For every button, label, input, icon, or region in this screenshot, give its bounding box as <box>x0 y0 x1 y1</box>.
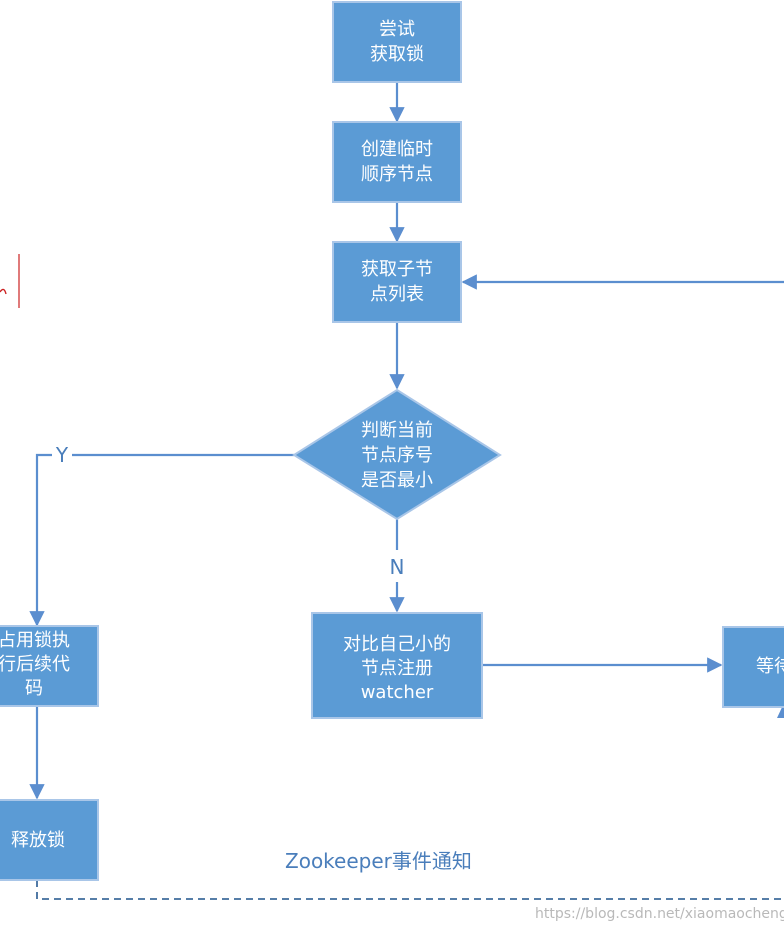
node-wait: 等待 <box>722 626 784 708</box>
node-create-node-line-1: 创建临时 <box>361 139 433 160</box>
node-decision-line-1: 判断当前 <box>361 420 433 441</box>
node-decision-line-2: 节点序号 <box>361 445 433 466</box>
node-release-lock: 释放锁 <box>0 799 99 881</box>
node-get-children-line-2: 点列表 <box>370 284 424 305</box>
node-register-watcher: 对比自己小的 节点注册 watcher <box>311 612 483 719</box>
node-register-line-2: 节点注册 <box>361 658 433 679</box>
node-register-line-1: 对比自己小的 <box>343 634 451 655</box>
node-use-lock-line-3: 码 <box>25 678 43 699</box>
node-get-children: 获取子节 点列表 <box>332 241 462 323</box>
margin-mark <box>0 254 20 308</box>
edge-label-yes: Y <box>55 443 69 467</box>
node-use-lock: 占用锁执 行后续代 码 <box>0 625 99 707</box>
node-try-lock-line-1: 尝试 <box>379 19 415 40</box>
node-use-lock-line-2: 行后续代 <box>0 654 70 675</box>
node-use-lock-line-1: 占用锁执 <box>0 630 70 651</box>
edge-decision-yes <box>29 453 294 627</box>
edge-label-no: N <box>390 555 405 579</box>
annotation-zookeeper-notify: Zookeeper事件通知 <box>285 849 472 873</box>
node-wait-line-1: 等待 <box>756 656 784 677</box>
node-release-line-1: 释放锁 <box>11 830 65 851</box>
node-get-children-line-1: 获取子节 <box>361 259 433 280</box>
node-decision: 判断当前 节点序号 是否最小 <box>292 388 502 521</box>
node-decision-line-3: 是否最小 <box>361 470 433 491</box>
node-register-line-3: watcher <box>361 682 434 703</box>
edge-release-notify-dashed <box>36 880 784 900</box>
node-create-node: 创建临时 顺序节点 <box>332 121 462 203</box>
watermark: https://blog.csdn.net/xiaomaocheng <box>535 906 784 922</box>
edges <box>29 83 784 900</box>
node-try-lock-line-2: 获取锁 <box>370 44 424 65</box>
node-create-node-line-2: 顺序节点 <box>361 164 433 185</box>
node-try-lock: 尝试 获取锁 <box>332 1 462 83</box>
